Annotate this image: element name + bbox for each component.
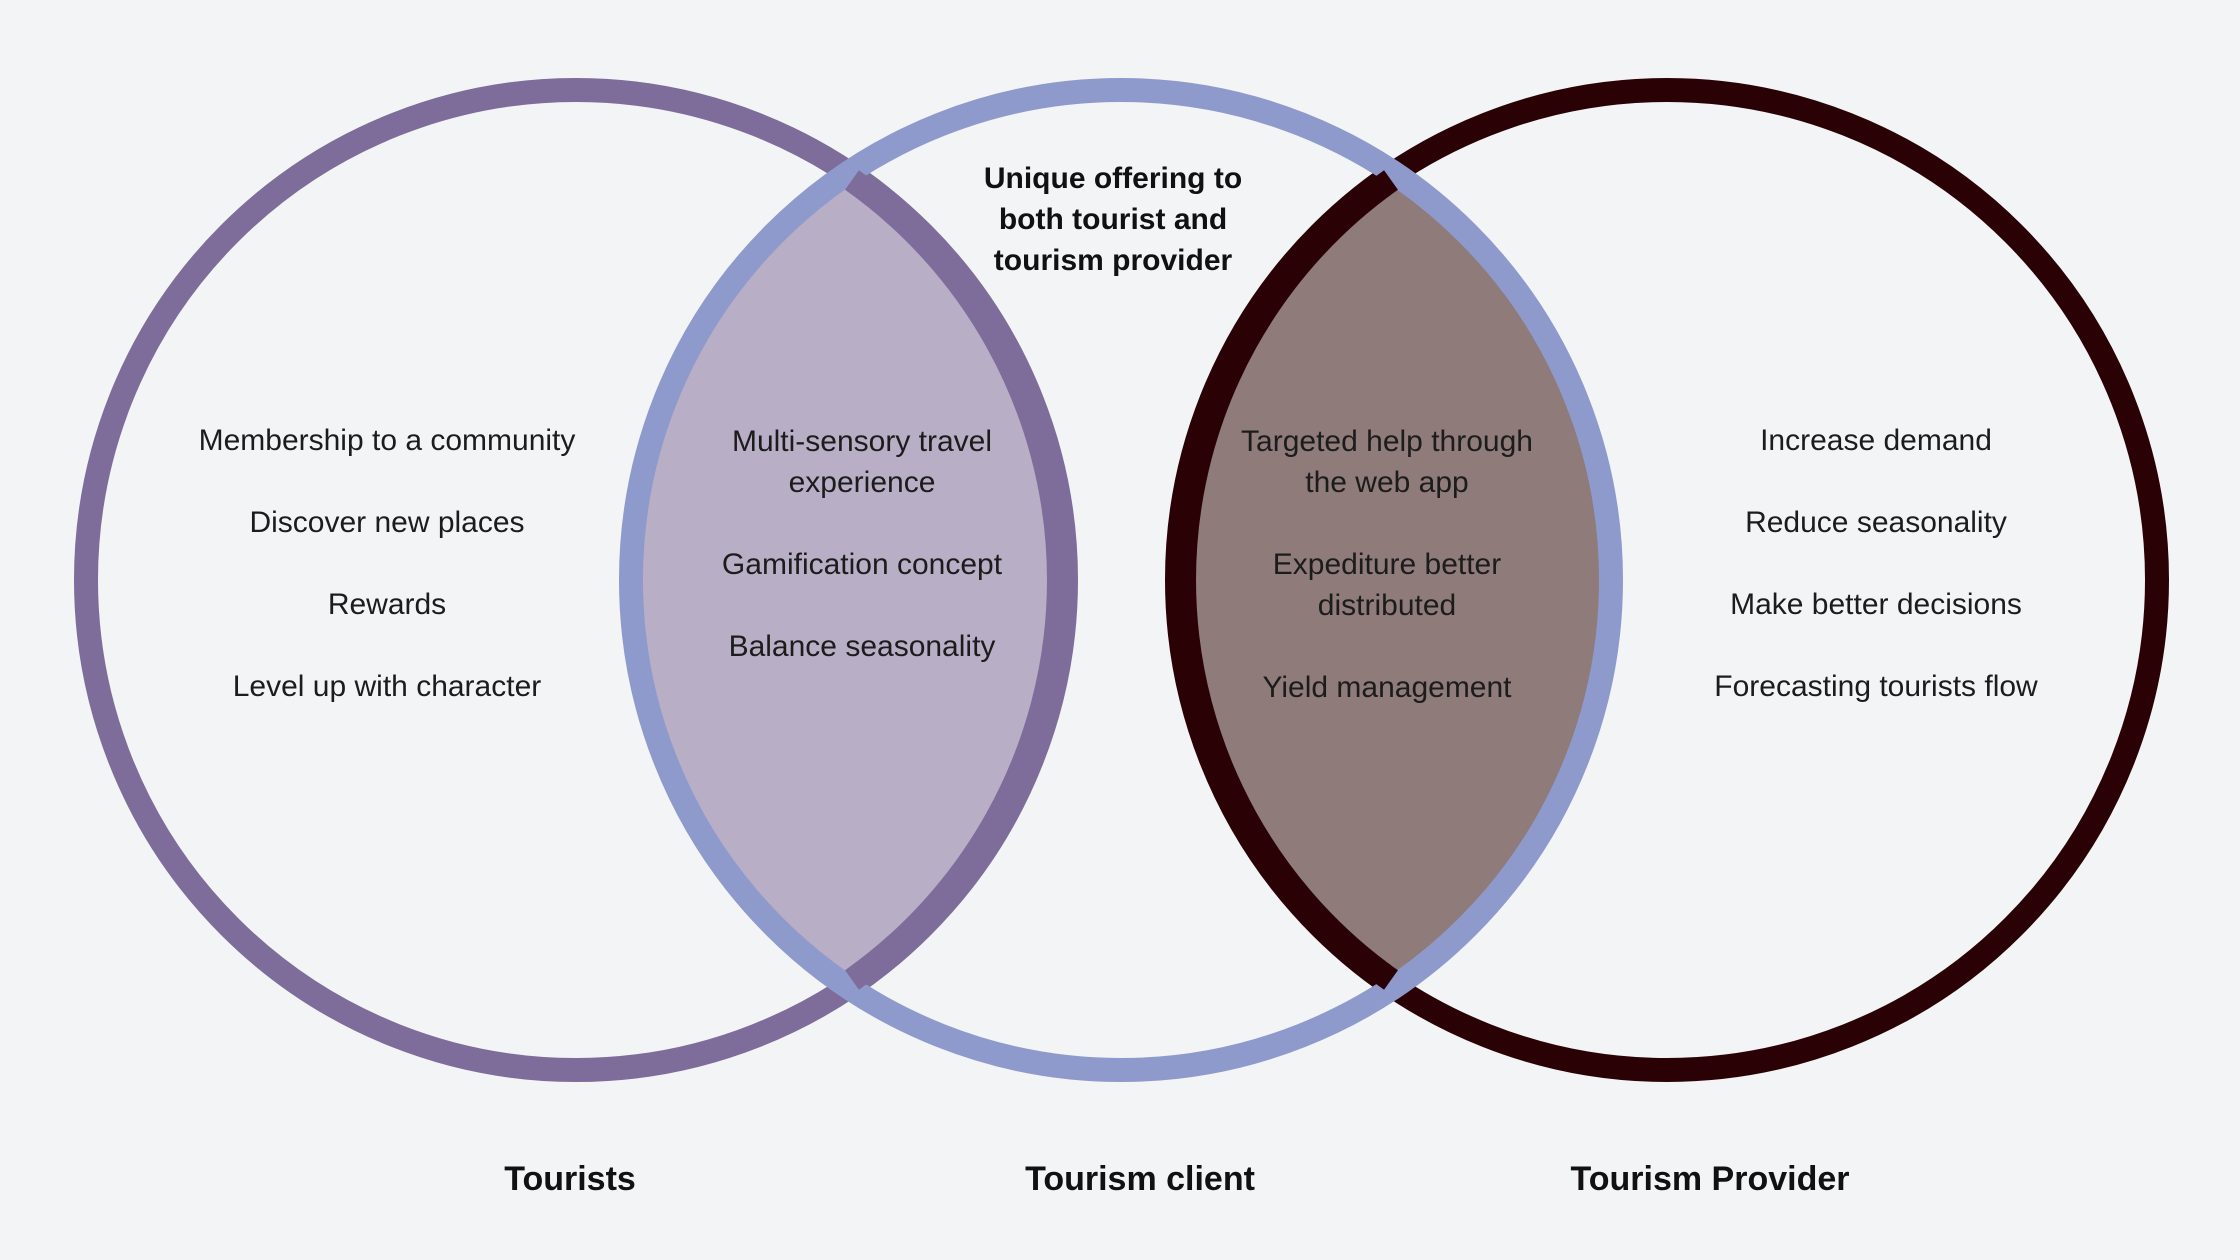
overlap-right-item-2b: distributed [1317, 589, 1457, 622]
tourists-item-1: Membership to a community [198, 424, 576, 457]
overlap-client-provider-fill [1177, 90, 1611, 1070]
overlap-right-item-1b: the web app [1305, 466, 1469, 499]
overlap-left-item-2: Gamification concept [721, 548, 1003, 581]
tourism-provider-label: Tourism Provider [1570, 1160, 1850, 1198]
provider-item-3: Make better decisions [1730, 588, 2022, 621]
overlap-left-item-1b: experience [788, 466, 936, 499]
tourists-item-2: Discover new places [249, 506, 525, 539]
tourism-client-label: Tourism client [1025, 1160, 1255, 1198]
unique-offering-line-3: tourism provider [993, 244, 1233, 277]
overlap-right-item-2a: Expediture better [1272, 548, 1502, 581]
overlap-tourists-client-items: Multi-sensory travel experience Gamifica… [722, 421, 1002, 667]
tourists-item-3: Rewards [327, 588, 447, 621]
overlap-left-item-3: Balance seasonality [728, 630, 996, 663]
tourists-circle-front-arc [845, 170, 1071, 990]
overlap-right-item-1a: Targeted help through [1241, 425, 1533, 458]
provider-item-1: Increase demand [1760, 424, 1992, 457]
overlap-right-item-3: Yield management [1262, 671, 1512, 704]
tourism-provider-circle-front-arc [1172, 170, 1398, 990]
unique-offering-line-1: Unique offering to [983, 162, 1243, 195]
overlap-left-item-1a: Multi-sensory travel [731, 425, 993, 458]
overlap-client-provider-items: Targeted help through the web app Expedi… [1241, 421, 1533, 708]
unique-offering-title: Unique offering to both tourist and tour… [984, 158, 1242, 281]
unique-offering-line-2: both tourist and [998, 203, 1228, 236]
overlap-tourists-client-fill [631, 90, 1066, 1070]
provider-item-2: Reduce seasonality [1745, 506, 2007, 539]
tourists-item-4: Level up with character [232, 670, 542, 703]
tourists-label: Tourists [504, 1160, 636, 1198]
provider-item-4: Forecasting tourists flow [1714, 670, 2038, 703]
tourism-client-circle [619, 78, 1623, 1082]
